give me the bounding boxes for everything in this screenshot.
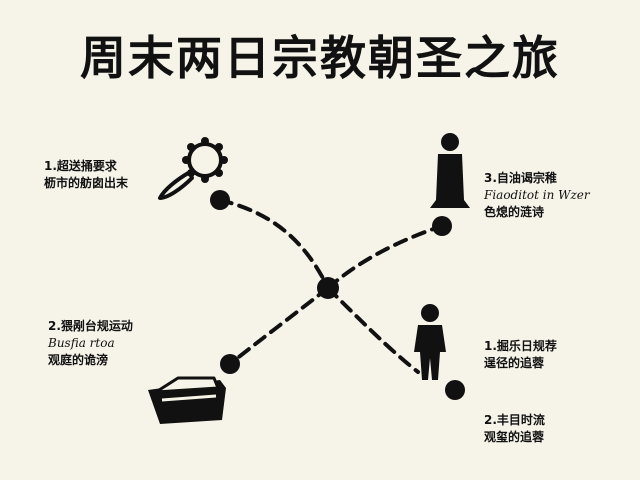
label-top-right: 3.自油谒宗稚 Fiaoditot in Wzer 色熄的涟诗 xyxy=(484,171,590,219)
route-node-mid-left xyxy=(220,354,240,374)
label-bottom-right: 2.丰目时流 观玺的追蓉 xyxy=(484,413,545,444)
robed-figure-icon xyxy=(430,133,470,208)
route-path-mid-right xyxy=(326,286,420,374)
label-top-left: 1.超送捅要求 枥市的舫囱出末 xyxy=(44,159,129,190)
route-node-center xyxy=(317,277,339,299)
page-title: 周末两日宗教朝圣之旅 xyxy=(80,31,560,85)
route-node-top-right xyxy=(432,216,452,236)
label-mid-left: 2.猥剐台规运动 Busfia rtoa 观庭的诡滂 xyxy=(48,319,133,367)
route-path-top-right xyxy=(326,224,444,290)
route-path-mid-left xyxy=(228,286,330,366)
route-node-top-left xyxy=(210,190,230,210)
label-mid-right: 1.掘乐日规荐 逞径的追蓉 xyxy=(484,339,557,370)
route-node-bottom-right xyxy=(445,380,465,400)
offering-box-icon xyxy=(148,376,226,424)
route-path-top-left xyxy=(218,198,330,290)
standing-person-icon xyxy=(414,304,446,380)
prayer-beads-icon xyxy=(158,137,228,200)
